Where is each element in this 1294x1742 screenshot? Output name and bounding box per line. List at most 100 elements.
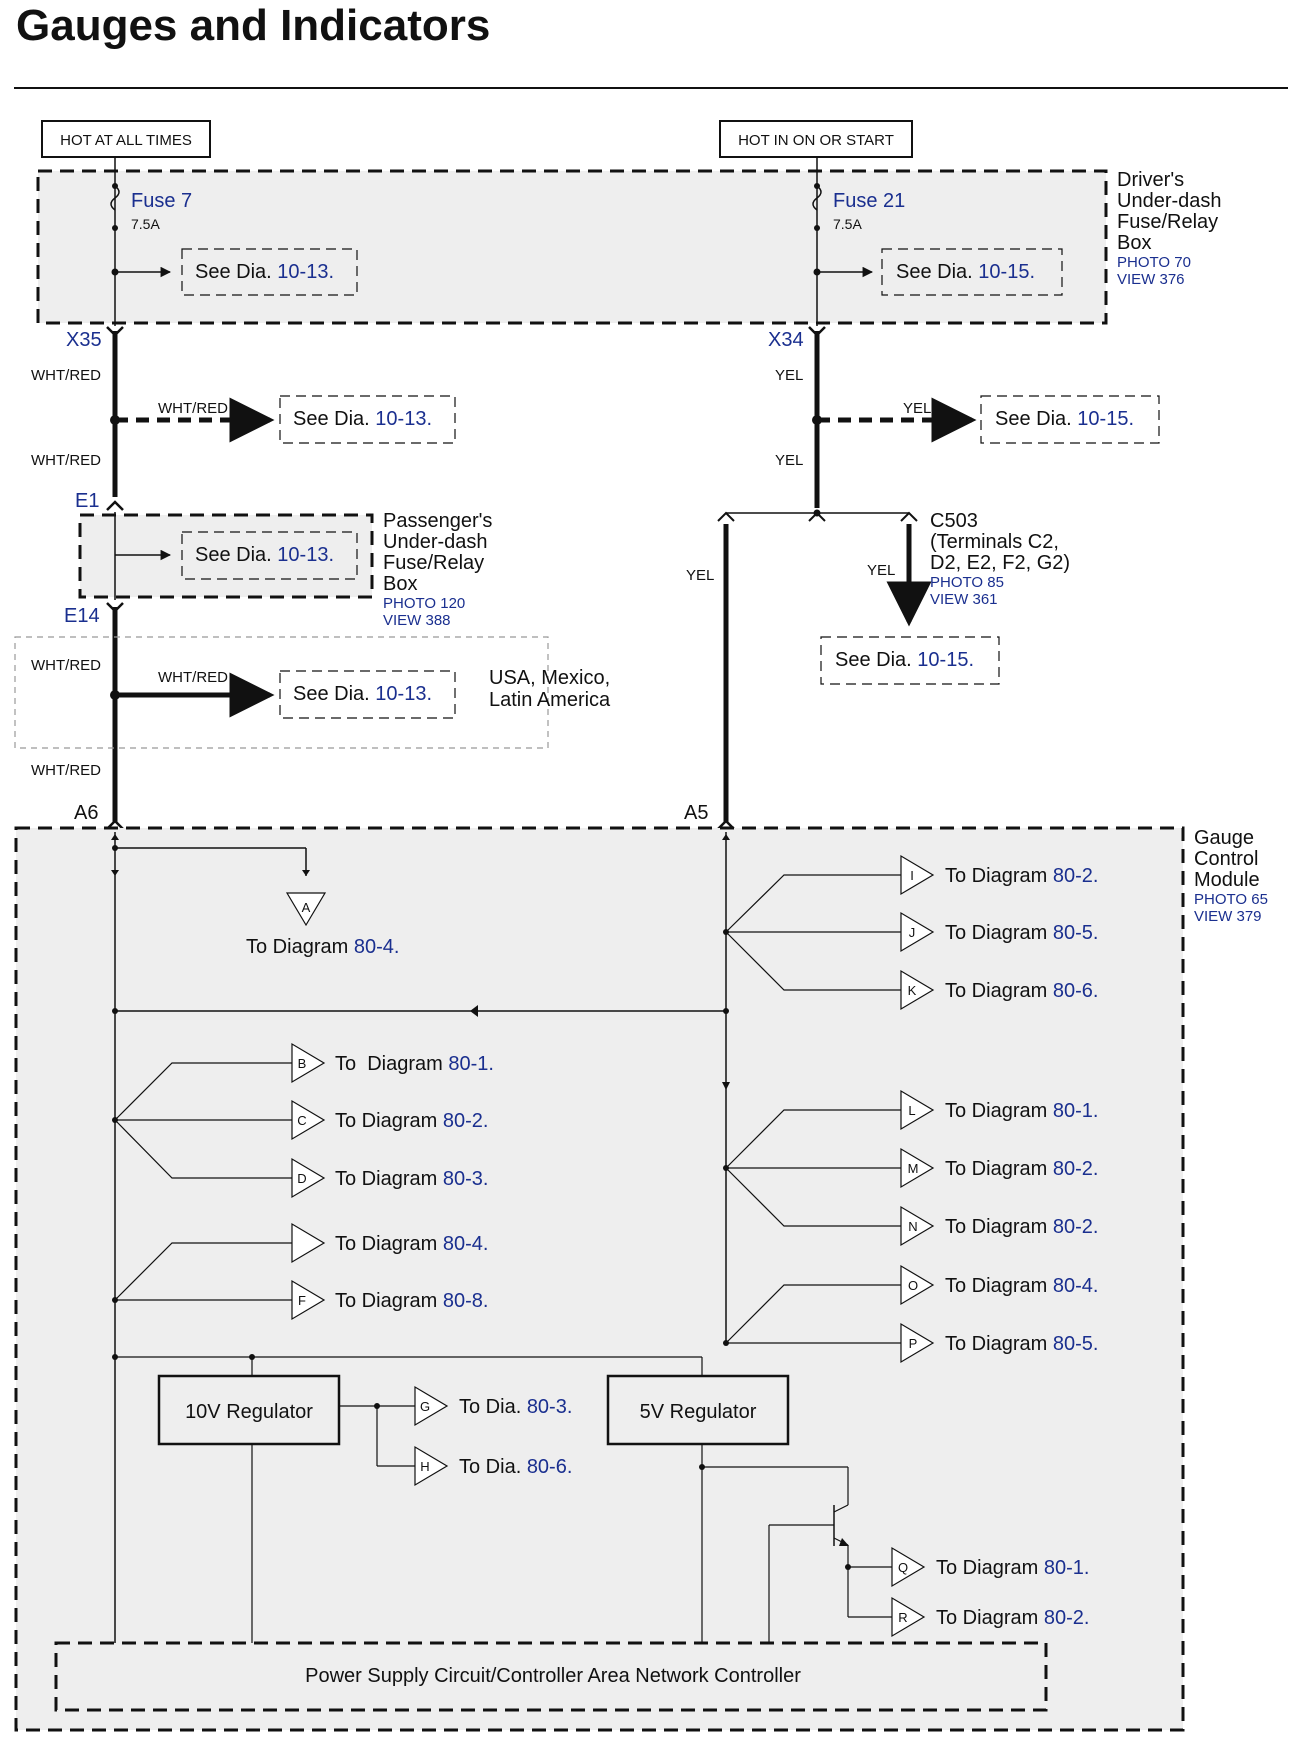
- connector-a6: A6: [74, 802, 98, 824]
- diagram-ref-link[interactable]: 10-13.: [277, 544, 334, 566]
- to-diagram-label: To Dia.: [459, 1456, 521, 1478]
- diagram-ref-link[interactable]: 80-2.: [1053, 1216, 1099, 1238]
- fuse-7-rating: 7.5A: [131, 216, 160, 232]
- connector-letter: K: [908, 983, 917, 998]
- connector-letter: B: [298, 1056, 307, 1071]
- wire-color-label: WHT/RED: [31, 452, 101, 469]
- usa-mexico-note: USA, Mexico, Latin America: [489, 667, 616, 711]
- drivers-fuse-box-name: Driver's Under-dash Fuse/Relay Box: [1117, 169, 1227, 254]
- gauge-view-link[interactable]: VIEW 379: [1194, 908, 1262, 925]
- to-diagram-label: To Diagram: [945, 865, 1047, 887]
- wire-color-label: YEL: [686, 567, 714, 584]
- gauge-photo-link[interactable]: PHOTO 65: [1194, 891, 1268, 908]
- output-connector-k[interactable]: K To Diagram 80-6.: [900, 969, 1099, 1011]
- left-circuit: X35 WHT/RED WHT/RED See Dia. 10-13. WHT/…: [14, 326, 616, 830]
- connector-letter: O: [908, 1278, 918, 1293]
- diagram-ref-link[interactable]: 80-2.: [1044, 1607, 1090, 1629]
- connector-e1: E1: [75, 490, 99, 512]
- output-connector-h[interactable]: H To Dia. 80-6.: [414, 1445, 573, 1487]
- diagram-ref-link[interactable]: 80-1.: [1053, 1100, 1099, 1122]
- output-connector-f[interactable]: F To Diagram 80-8.: [291, 1279, 489, 1321]
- to-diagram-label: To Diagram: [936, 1557, 1038, 1579]
- diagram-ref-link[interactable]: 10-13.: [277, 261, 334, 283]
- diagram-ref-link[interactable]: 80-6.: [527, 1456, 573, 1478]
- diagram-ref-link[interactable]: 10-15.: [978, 261, 1035, 283]
- diagram-ref-link[interactable]: 80-3.: [527, 1396, 573, 1418]
- diagram-ref-link[interactable]: 80-4.: [354, 936, 400, 958]
- output-connector-i[interactable]: I To Diagram 80-2.: [900, 854, 1099, 896]
- connector-letter: J: [909, 925, 916, 940]
- svg-text:To Diagram 80-2.: To Diagram 80-2.: [335, 1110, 488, 1132]
- power-supply-controller: [54, 1641, 1048, 1712]
- fuse-21-rating: 7.5A: [833, 216, 862, 232]
- connector-letter: A: [302, 900, 311, 915]
- wire-color-label: YEL: [903, 400, 931, 417]
- fuse-7-label: Fuse 7: [131, 190, 192, 212]
- output-connector-p[interactable]: P To Diagram 80-5.: [900, 1322, 1099, 1364]
- diagram-ref-link[interactable]: 80-1.: [1044, 1557, 1090, 1579]
- output-connector-o[interactable]: O To Diagram 80-4.: [900, 1264, 1099, 1306]
- output-connector-b[interactable]: B To Diagram 80-1.: [291, 1042, 494, 1084]
- diagram-ref-link[interactable]: 80-4.: [443, 1233, 489, 1255]
- output-connector-j[interactable]: J To Diagram 80-5.: [900, 911, 1099, 953]
- transistor-symbol: [768, 1504, 892, 1643]
- diagram-ref-link[interactable]: 80-8.: [443, 1290, 489, 1312]
- diagram-ref-link[interactable]: 80-6.: [1053, 980, 1099, 1002]
- to-diagram-label: To Diagram: [335, 1290, 437, 1312]
- output-connector-l[interactable]: L To Diagram 80-1.: [900, 1089, 1099, 1131]
- see-label: See: [835, 649, 871, 671]
- to-diagram-label: To Diagram: [936, 1607, 1038, 1629]
- drivers-view-link[interactable]: VIEW 376: [1117, 271, 1185, 288]
- output-connector-m[interactable]: M To Diagram 80-2.: [900, 1147, 1099, 1189]
- svg-text:See Dia. 10-13.: See Dia. 10-13.: [293, 683, 432, 705]
- diagram-ref-link[interactable]: 80-4.: [1053, 1275, 1099, 1297]
- svg-text:To Diagram 80-1.: To Diagram 80-1.: [335, 1053, 494, 1075]
- passengers-view-link[interactable]: VIEW 388: [383, 612, 451, 629]
- output-connector-a[interactable]: A To Diagram 80-4.: [246, 892, 399, 958]
- diagram-ref-link[interactable]: 80-1.: [448, 1053, 494, 1075]
- see-label: See: [195, 544, 231, 566]
- output-connector-c[interactable]: C To Diagram 80-2.: [291, 1099, 488, 1141]
- c503-photo-link[interactable]: PHOTO 85: [930, 574, 1004, 591]
- output-connector-d[interactable]: D To Diagram 80-3.: [291, 1157, 489, 1199]
- see-label: See: [293, 408, 329, 430]
- svg-text:To Diagram 80-4.: To Diagram 80-4.: [246, 936, 399, 958]
- diagram-ref-link[interactable]: 10-15.: [1077, 408, 1134, 430]
- diagram-ref-link[interactable]: 80-3.: [443, 1168, 489, 1190]
- output-connector-q[interactable]: Q To Diagram 80-1.: [891, 1546, 1090, 1588]
- passengers-photo-link[interactable]: PHOTO 120: [383, 595, 465, 612]
- 5v-regulator: [606, 1374, 790, 1446]
- controller-label: Power Supply Circuit/Controller Area Net…: [305, 1665, 801, 1687]
- diagram-ref-link[interactable]: 10-13.: [375, 683, 432, 705]
- output-connector-e[interactable]: To Diagram 80-4.: [291, 1222, 488, 1264]
- wire-color-label: WHT/RED: [158, 669, 228, 686]
- connector-letter: D: [297, 1171, 306, 1186]
- diagram-ref-link[interactable]: 10-15.: [917, 649, 974, 671]
- passengers-fuse-box-name: Passenger's Under-dash Fuse/Relay Box: [383, 510, 498, 595]
- c503-view-link[interactable]: VIEW 361: [930, 591, 998, 608]
- diagram-ref-link[interactable]: 80-2.: [1053, 1158, 1099, 1180]
- connector-letter: C: [297, 1113, 306, 1128]
- dia-label: Dia.: [236, 544, 272, 566]
- to-diagram-label: To Diagram: [945, 1158, 1047, 1180]
- c503-label: C503 (Terminals C2, D2, E2, F2, G2): [930, 510, 1070, 574]
- diagram-ref-link[interactable]: 80-2.: [1053, 865, 1099, 887]
- to-diagram-label: To Diagram: [246, 936, 348, 958]
- drivers-fuse-box: Fuse 7 7.5A See Dia. 10-13. Fuse 21 7.5A…: [36, 157, 1227, 326]
- drivers-photo-link[interactable]: PHOTO 70: [1117, 254, 1191, 271]
- svg-text:To Dia. 80-3.: To Dia. 80-3.: [459, 1396, 572, 1418]
- wire-color-label: YEL: [775, 367, 803, 384]
- dia-label: Dia.: [334, 408, 370, 430]
- to-diagram-label: To Diagram: [945, 980, 1047, 1002]
- connector-letter: Q: [898, 1560, 908, 1575]
- diagram-ref-link[interactable]: 80-5.: [1053, 1333, 1099, 1355]
- connector-letter: P: [909, 1336, 918, 1351]
- output-connector-r[interactable]: R To Diagram 80-2.: [891, 1596, 1090, 1638]
- output-connector-n[interactable]: N To Diagram 80-2.: [900, 1205, 1099, 1247]
- diagram-ref-link[interactable]: 80-2.: [443, 1110, 489, 1132]
- diagram-ref-link[interactable]: 10-13.: [375, 408, 432, 430]
- output-connector-g[interactable]: G To Dia. 80-3.: [414, 1385, 572, 1427]
- connector-letter: G: [420, 1399, 430, 1414]
- svg-text:To Diagram 80-4.: To Diagram 80-4.: [335, 1233, 488, 1255]
- diagram-ref-link[interactable]: 80-5.: [1053, 922, 1099, 944]
